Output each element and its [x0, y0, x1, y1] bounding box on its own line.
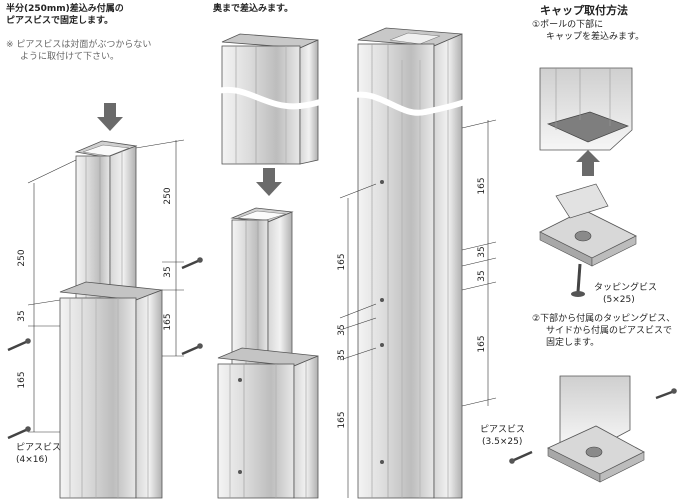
screw-icon: [181, 343, 203, 356]
left-down-arrow: [97, 103, 123, 131]
left-dim-250-right: 250: [163, 187, 173, 204]
tapping-screw-icon: [571, 263, 585, 297]
cap-up-arrow: [576, 150, 600, 176]
cap-step1-line2: キャップを差込みます。: [546, 32, 645, 42]
tall-dimension-lines: [339, 119, 497, 498]
left-dim-250: 250: [17, 249, 27, 266]
left-screw-label1: ピアスビス: [16, 443, 62, 453]
tall-dim-35-right-b: 35: [477, 270, 487, 281]
screw-icon: [7, 426, 31, 440]
pierce-screw-label1: ピアスビス: [480, 425, 526, 435]
pierce-screw-icon: [655, 388, 677, 400]
left-dim-35-right: 35: [163, 266, 173, 277]
left-warning-line1: ※ ピアスビスは対面がぶつからない: [6, 40, 152, 50]
cap-step2-assembly: [547, 375, 645, 483]
tall-dim-35-right-a: 35: [477, 246, 487, 257]
tall-dim-165-right-b: 165: [477, 335, 487, 352]
cap-part: [539, 183, 637, 267]
left-screw-label2: (4×16): [16, 455, 48, 465]
cap-step2-line1: ②下部から付属のタッピングビス、: [532, 314, 676, 324]
cap-step1-line1: ①ポールの下部に: [532, 20, 604, 30]
tall-dim-165-left: 165: [337, 253, 347, 270]
middle-instruction: 奥まで差込みます。: [213, 4, 294, 14]
left-dimension-lines: [27, 139, 185, 433]
tall-dim-165-right: 165: [477, 177, 487, 194]
tall-dim-35-left-a: 35: [337, 324, 347, 335]
tapping-screw-label2: (5×25): [603, 295, 635, 305]
left-instruction-line1: 半分(250mm)差込み付属の: [6, 4, 124, 14]
left-dim-165: 165: [17, 371, 27, 388]
cap-install-title: キャップ取付方法: [540, 4, 628, 17]
pierce-screw-icon: [509, 450, 533, 464]
left-inner-post: [74, 140, 138, 307]
tall-post: [349, 27, 472, 499]
middle-down-arrow: [256, 168, 282, 196]
left-warning-line2: ように取付けて下さい。: [20, 52, 120, 62]
screw-icon: [181, 257, 203, 270]
tall-dim-165-left-b: 165: [337, 411, 347, 428]
middle-top-extrusion: [213, 33, 332, 165]
cap-step1-pole-bottom: [539, 67, 633, 151]
cap-step2-line2: サイドから付属のピアスビスで: [546, 326, 673, 336]
pierce-screw-label2: (3.5×25): [482, 437, 523, 447]
left-instruction-line2: ピアスビスで固定します。: [6, 16, 114, 26]
left-outer-post: [59, 281, 163, 499]
cap-step2-line3: 固定します。: [546, 338, 600, 348]
tapping-screw-label1: タッピングビス: [594, 283, 658, 293]
left-dim-35: 35: [17, 310, 27, 321]
left-dim-165-right: 165: [163, 313, 173, 330]
middle-outer-post: [217, 347, 319, 499]
middle-inner-post: [230, 207, 294, 371]
tall-dim-35-left-b: 35: [337, 349, 347, 360]
screw-icon: [7, 338, 31, 352]
